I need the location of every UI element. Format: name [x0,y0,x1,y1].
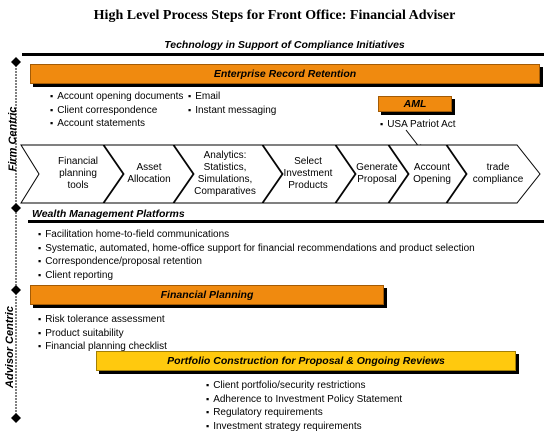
process-step-label: Asset Allocation [127,162,171,185]
axis-top-diamond [11,57,21,67]
list-item: USA Patriot Act [380,118,455,132]
portfolio-construction-label: Portfolio Construction for Proposal & On… [167,355,445,367]
list-item: Systematic, automated, home-office suppo… [38,242,475,256]
list-item: Account opening documents [50,90,183,104]
page-title: High Level Process Steps for Front Offic… [93,8,456,23]
process-step-label: Financial planning tools [57,156,99,191]
axis-mid-diamond [11,203,21,213]
financial-planning-list: Risk tolerance assessment Product suitab… [38,313,167,354]
aml-box: AML [378,96,452,112]
process-step-label: Analytics: Statistics, Simulations, Comp… [194,150,256,197]
chevron-step-3 [173,144,283,204]
wealth-management-label: Wealth Management Platforms [32,208,185,220]
wealth-management-list: Facilitation home-to-field communication… [38,228,475,282]
process-step-label: Generate Proposal [356,162,398,185]
enterprise-record-retention-label: Enterprise Record Retention [213,68,357,80]
enterprise-list-col2: Email Instant messaging [188,90,276,117]
list-item: Facilitation home-to-field communication… [38,228,475,242]
financial-planning-bar: Financial Planning [30,285,384,305]
axis-lower-diamond [11,285,21,295]
process-step-label: Select Investment Products [283,156,333,191]
list-item: Email [188,90,276,104]
process-step-label: trade compliance [472,162,524,185]
aml-label: AML [403,98,427,110]
axis-bottom-diamond [11,413,21,423]
chevron-step-2 [103,144,194,204]
technology-rule [22,53,544,56]
list-item: Correspondence/proposal retention [38,255,475,269]
centric-axis [11,57,21,423]
wealth-management-rule [28,220,544,223]
chevron-step-6 [388,144,467,204]
financial-planning-label: Financial Planning [160,289,254,301]
list-item: Investment strategy requirements [206,420,402,434]
list-item: Regulatory requirements [206,406,402,420]
list-item: Client portfolio/security restrictions [206,379,402,393]
list-item: Adherence to Investment Policy Statement [206,393,402,407]
list-item: Financial planning checklist [38,340,167,354]
list-item: Instant messaging [188,104,276,118]
enterprise-list-col1: Account opening documents Client corresp… [50,90,183,131]
portfolio-construction-bar: Portfolio Construction for Proposal & On… [96,351,516,371]
list-item: Risk tolerance assessment [38,313,167,327]
chevron-step-1 [20,144,124,204]
firm-centric-label: Firm Centric [7,106,19,172]
portfolio-construction-list: Client portfolio/security restrictions A… [206,379,402,433]
aml-list: USA Patriot Act [380,118,455,132]
enterprise-record-retention-bar: Enterprise Record Retention [30,64,540,84]
chevron-step-5 [335,144,409,204]
list-item: Client correspondence [50,104,183,118]
technology-label: Technology in Support of Compliance Init… [164,39,405,51]
list-item: Product suitability [38,327,167,341]
advisor-centric-label: Advisor Centric [4,306,16,388]
list-item: Account statements [50,117,183,131]
process-step-label: Account Opening [413,162,451,185]
chevron-step-4 [262,144,356,204]
process-chevrons [20,144,541,204]
chevron-step-7 [446,144,541,204]
list-item: Client reporting [38,269,475,283]
